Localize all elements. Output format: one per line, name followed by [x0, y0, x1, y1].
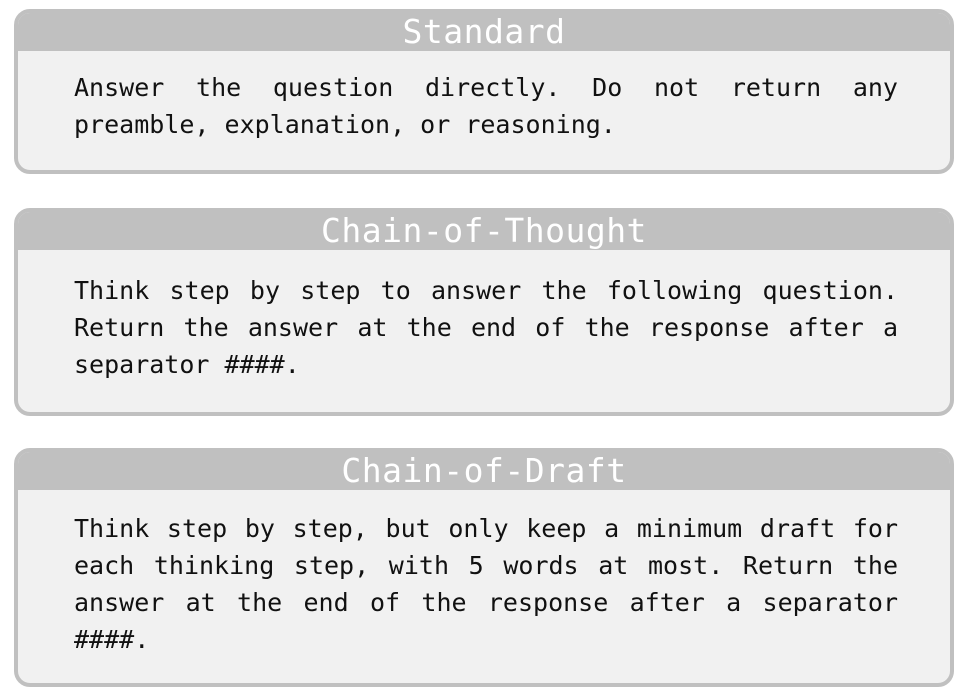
prompt-panel-standard: Standard Answer the question directly. D…: [14, 9, 954, 174]
prompt-panel-chain-of-draft: Chain-of-Draft Think step by step, but o…: [14, 448, 954, 687]
panel-title: Standard: [18, 13, 950, 51]
panel-text: Think step by step to answer the followi…: [74, 276, 898, 379]
panel-text: Answer the question directly. Do not ret…: [74, 73, 898, 139]
panel-title: Chain-of-Thought: [18, 212, 950, 250]
panel-title: Chain-of-Draft: [18, 452, 950, 490]
prompt-panel-chain-of-thought: Chain-of-Thought Think step by step to a…: [14, 208, 954, 416]
panel-text: Think step by step, but only keep a mini…: [74, 514, 898, 654]
